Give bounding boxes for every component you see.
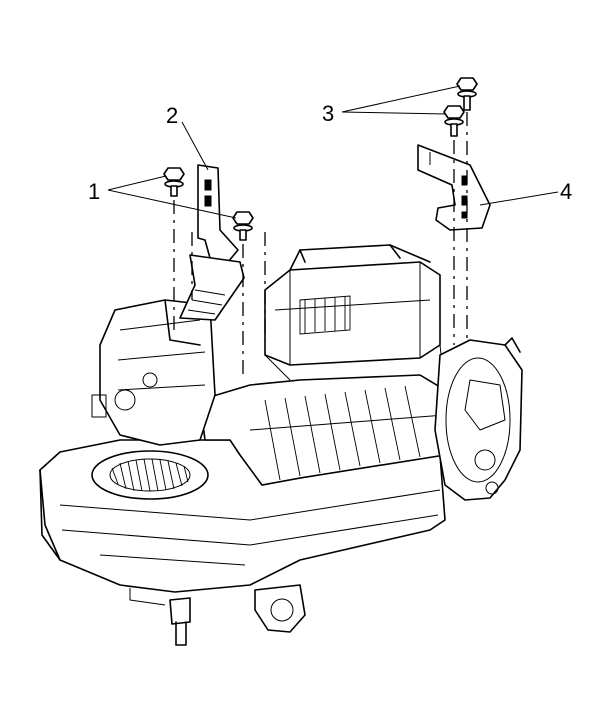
bolt-icon: [443, 105, 465, 137]
bolt-icon: [456, 77, 478, 111]
bolt-icon: [232, 211, 254, 241]
installation-lines: [173, 112, 468, 380]
callout-4: 4: [560, 179, 572, 204]
callout-3: 3: [322, 101, 334, 126]
bolts-3: [443, 77, 478, 137]
hvac-module-assembly: [39, 244, 523, 646]
bolts-1: [163, 167, 254, 241]
bolt-icon: [163, 167, 185, 197]
callout-2: 2: [166, 103, 178, 128]
leader-lines: [107, 85, 559, 219]
blower-fins: [111, 458, 189, 492]
callout-1: 1: [88, 179, 100, 204]
bracket-2: [179, 164, 245, 321]
bracket-4: [417, 144, 491, 231]
